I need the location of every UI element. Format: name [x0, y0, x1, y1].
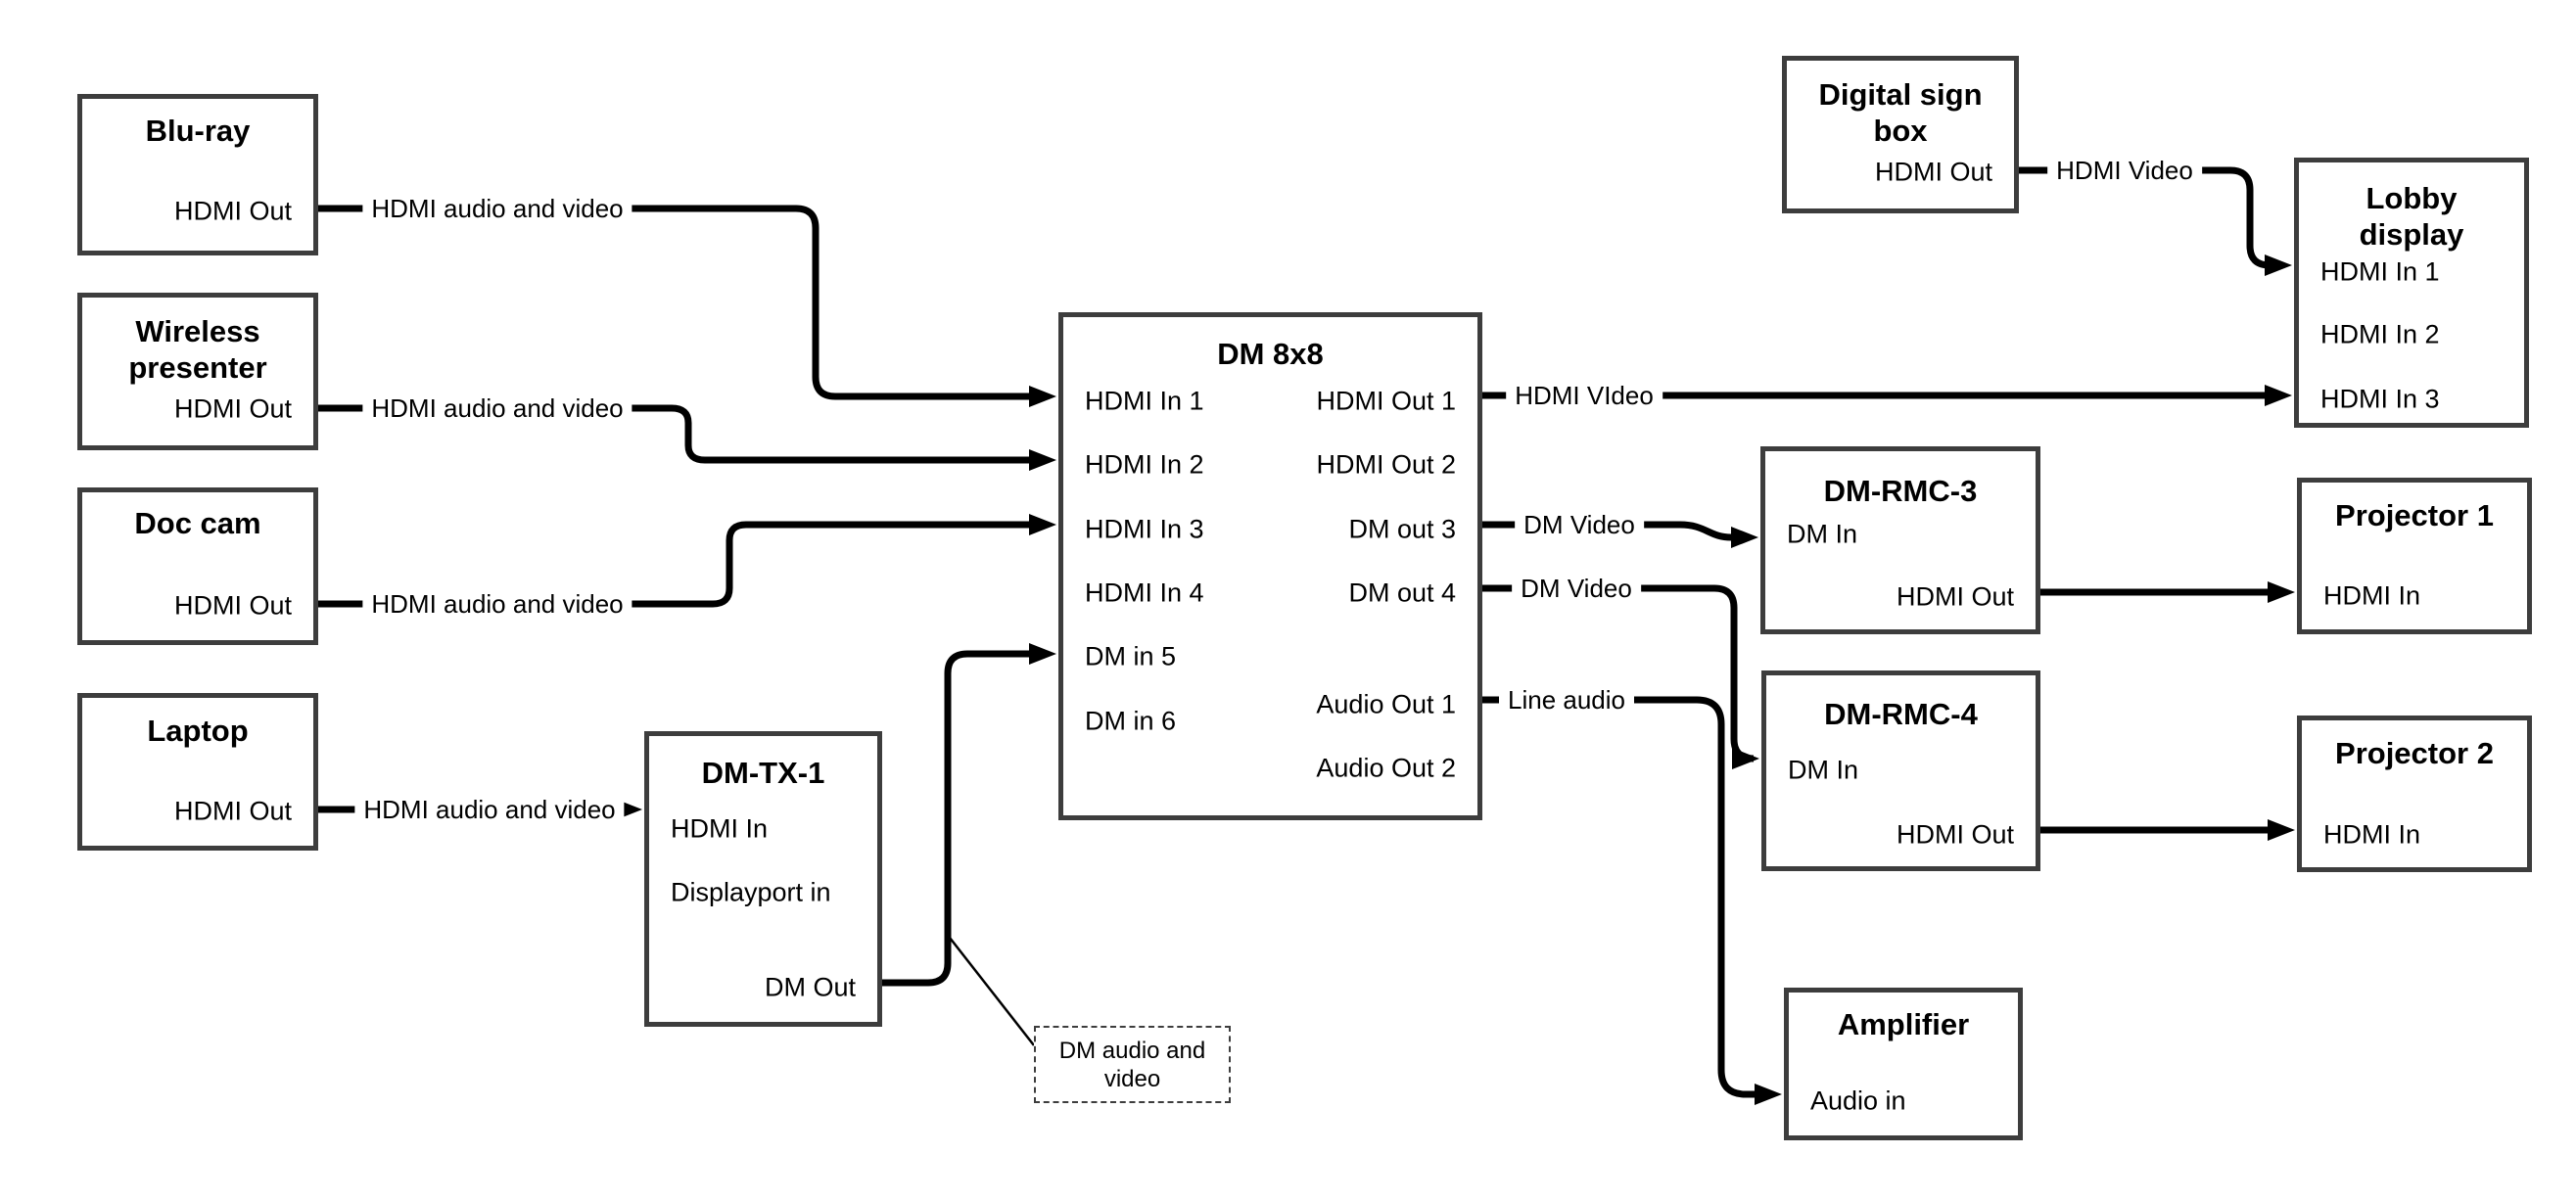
arrowhead-proj2-hdmi-in: [2268, 819, 2295, 841]
port-lobby-hdmi-in-3: HDMI In 3: [2320, 384, 2440, 414]
port-dm8x8-audio-out-1: Audio Out 1: [1316, 689, 1456, 719]
node-lobby-display: Lobby display HDMI In 1 HDMI In 2 HDMI I…: [2294, 158, 2529, 428]
arrowhead-dm8x8-in1: [1029, 386, 1056, 407]
port-lobby-hdmi-in-1: HDMI In 1: [2320, 256, 2440, 287]
edge-dm8x8-out4-to-rmc4: [1482, 584, 1755, 762]
note-leader-line: [949, 937, 1035, 1046]
node-dm-rmc-3: DM-RMC-3 DM In HDMI Out: [1760, 446, 2040, 634]
port-rmc3-dm-in: DM In: [1787, 519, 1858, 549]
port-lobby-hdmi-in-2: HDMI In 2: [2320, 319, 2440, 349]
edge-label-laptop: HDMI audio and video: [354, 794, 625, 825]
edge-signbox-to-lobby: [2019, 166, 2271, 269]
node-dm-rmc-3-title: DM-RMC-3: [1823, 474, 1978, 508]
arrowhead-lobby-in1: [2265, 254, 2292, 276]
edge-bluray-to-dm8x8-in1: [318, 205, 1034, 400]
port-dm8x8-dm-out-3: DM out 3: [1348, 514, 1456, 544]
port-rmc4-dm-in: DM In: [1788, 755, 1859, 785]
node-amplifier-title: Amplifier: [1837, 1007, 1970, 1041]
node-dm-rmc-4-title: DM-RMC-4: [1824, 697, 1978, 731]
node-lobby-display-title: Lobby display: [2359, 181, 2464, 252]
edge-wireless-to-dm8x8-in2: [318, 404, 1034, 464]
note-dm-audio-and-video: DM audio and video: [1034, 1026, 1231, 1103]
edge-dm8x8-out3-to-rmc3: [1482, 521, 1737, 541]
arrowhead-amp-audio-in: [1755, 1084, 1782, 1105]
port-dmtx1-displayport-in: Displayport in: [671, 877, 831, 907]
node-digital-sign-box-title: Digital sign box: [1818, 77, 1983, 148]
node-dm-rmc-4: DM-RMC-4 DM In HDMI Out: [1761, 670, 2040, 871]
node-dm-tx-1-title: DM-TX-1: [701, 756, 825, 790]
arrowhead-rmc3-dm-in: [1731, 527, 1758, 548]
port-dm8x8-hdmi-in-1: HDMI In 1: [1085, 386, 1204, 416]
edge-dmtx1-to-dm8x8-in5: [882, 650, 1034, 987]
port-dm8x8-hdmi-in-4: HDMI In 4: [1085, 577, 1204, 608]
port-dm8x8-dm-in-5: DM in 5: [1085, 641, 1177, 671]
port-proj1-hdmi-in: HDMI In: [2323, 580, 2421, 611]
node-amplifier: Amplifier Audio in: [1784, 988, 2023, 1140]
port-proj2-hdmi-in: HDMI In: [2323, 819, 2421, 850]
edge-label-hdmi-video-out1: HDMI VIdeo: [1506, 380, 1663, 411]
port-rmc4-hdmi-out: HDMI Out: [1896, 819, 2014, 850]
port-doccam-hdmi-out: HDMI Out: [173, 590, 292, 621]
port-dmtx1-dm-out: DM Out: [764, 972, 856, 1002]
node-laptop-title: Laptop: [147, 714, 249, 748]
edge-label-doccam: HDMI audio and video: [362, 588, 632, 620]
node-dm-8x8: DM 8x8 HDMI In 1 HDMI In 2 HDMI In 3 HDM…: [1058, 312, 1482, 820]
node-dm-tx-1: DM-TX-1 HDMI In Displayport in DM Out: [644, 731, 882, 1027]
port-signbox-hdmi-out: HDMI Out: [1874, 157, 1992, 187]
arrowhead-proj1-hdmi-in: [2268, 581, 2295, 603]
edge-doccam-to-dm8x8-in3: [318, 521, 1034, 608]
arrowhead-dm8x8-in3: [1029, 514, 1056, 535]
port-rmc3-hdmi-out: HDMI Out: [1896, 581, 2014, 612]
node-projector-1-title: Projector 1: [2335, 498, 2494, 532]
port-dm8x8-dm-out-4: DM out 4: [1348, 577, 1456, 608]
node-projector-2: Projector 2 HDMI In: [2297, 716, 2532, 872]
node-digital-sign-box: Digital sign box HDMI Out: [1782, 56, 2019, 213]
edge-label-dm-video-out3: DM Video: [1515, 509, 1644, 540]
port-laptop-hdmi-out: HDMI Out: [173, 796, 292, 826]
node-wireless-presenter: Wireless presenter HDMI Out: [77, 293, 318, 450]
node-bluray-title: Blu-ray: [145, 114, 251, 148]
node-dm-8x8-title: DM 8x8: [1217, 337, 1324, 371]
port-dm8x8-audio-out-2: Audio Out 2: [1316, 753, 1456, 783]
edge-label-dm-video-out4: DM Video: [1512, 573, 1641, 604]
arrowhead-rmc4-dm-in: [1732, 748, 1759, 769]
node-projector-1: Projector 1 HDMI In: [2297, 478, 2532, 634]
port-dm8x8-hdmi-in-2: HDMI In 2: [1085, 449, 1204, 480]
port-dm8x8-dm-in-6: DM in 6: [1085, 706, 1177, 736]
node-projector-2-title: Projector 2: [2335, 736, 2494, 770]
port-dmtx1-hdmi-in: HDMI In: [671, 813, 769, 844]
port-dm8x8-hdmi-out-2: HDMI Out 2: [1316, 449, 1456, 480]
node-doc-cam-title: Doc cam: [134, 506, 261, 540]
arrowhead-dm8x8-in2: [1029, 449, 1056, 471]
node-doc-cam: Doc cam HDMI Out: [77, 487, 318, 645]
node-bluray: Blu-ray HDMI Out: [77, 94, 318, 255]
edge-label-line-audio: Line audio: [1499, 684, 1634, 716]
port-dm8x8-hdmi-out-1: HDMI Out 1: [1316, 386, 1456, 416]
node-wireless-presenter-title: Wireless presenter: [128, 314, 267, 385]
port-dm8x8-hdmi-in-3: HDMI In 3: [1085, 514, 1204, 544]
port-bluray-hdmi-out: HDMI Out: [173, 196, 292, 226]
node-laptop: Laptop HDMI Out: [77, 693, 318, 851]
edge-dm8x8-aout1-to-amp: [1482, 696, 1760, 1098]
arrowhead-dm8x8-in5: [1029, 643, 1056, 665]
edge-label-sign-hdmi-video: HDMI Video: [2047, 155, 2202, 186]
edge-label-bluray: HDMI audio and video: [362, 193, 632, 224]
port-amp-audio-in: Audio in: [1810, 1086, 1906, 1116]
arrowhead-lobby-in3: [2265, 385, 2292, 406]
port-wireless-hdmi-out: HDMI Out: [173, 393, 292, 424]
edge-label-wireless: HDMI audio and video: [362, 393, 632, 424]
